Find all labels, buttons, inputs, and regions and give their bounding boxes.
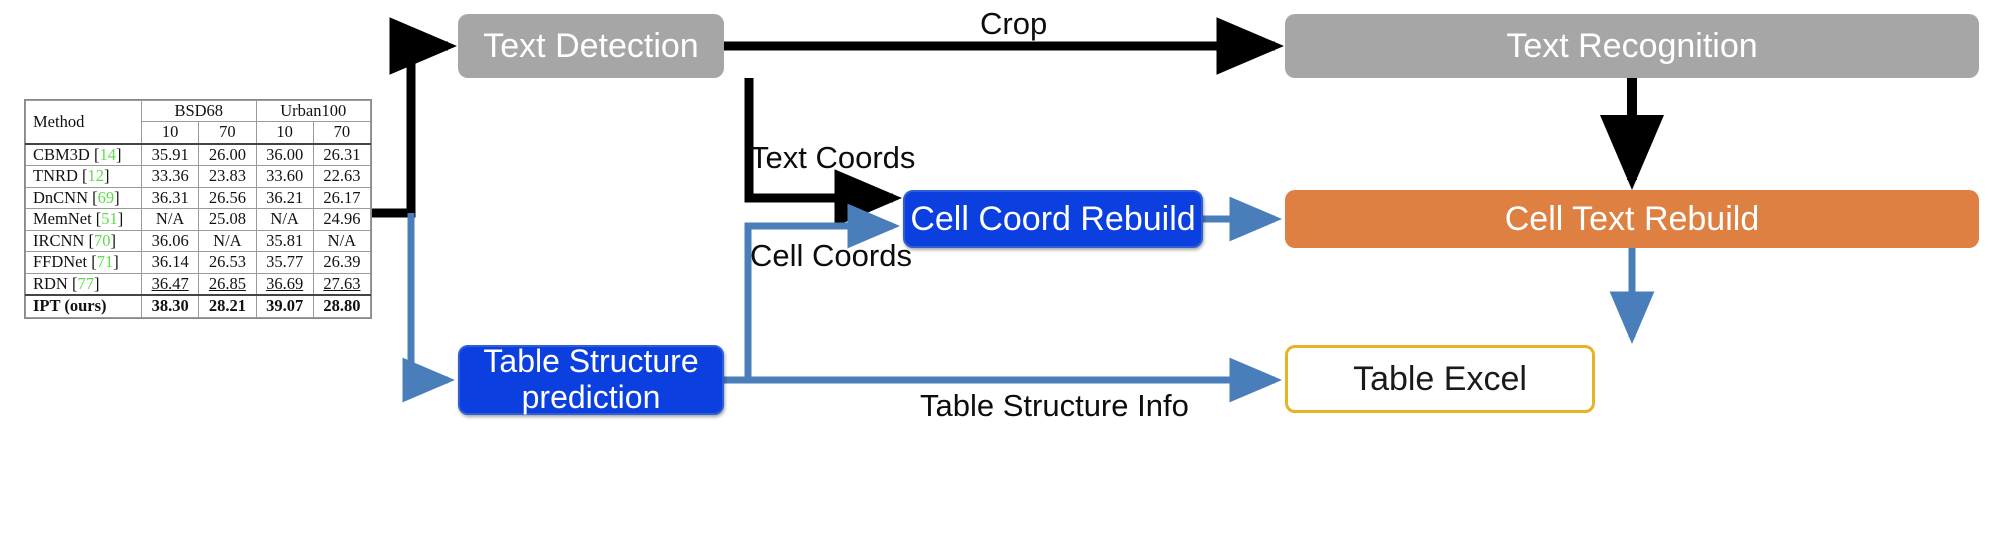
cell-value: 28.21 (198, 294, 257, 318)
header-urban100: Urban100 (255, 99, 371, 123)
node-text-recognition[interactable]: Text Recognition (1285, 14, 1979, 78)
cell-value: 26.00 (198, 142, 257, 167)
cell-value: 33.36 (140, 165, 200, 188)
edge-label-cell-coords: Cell Coords (750, 238, 912, 273)
cell-value: 26.53 (198, 251, 257, 274)
table-row: DnCNN [69] 36.31 26.56 36.21 26.17 (25, 186, 372, 210)
node-cell-text-rebuild[interactable]: Cell Text Rebuild (1285, 190, 1979, 248)
cell-value: 24.96 (312, 208, 372, 231)
cell-value: 35.77 (255, 251, 314, 274)
edge-label-crop: Crop (980, 6, 1048, 41)
cell-value: 22.63 (312, 165, 372, 188)
cell-value: 28.80 (312, 294, 372, 318)
table-row: IRCNN [70] 36.06 N/A 35.81 N/A (25, 229, 372, 253)
edge-source-to-table-structure (402, 213, 455, 403)
table-row: RDN [77] 36.47 26.85 36.69 27.63 (25, 272, 372, 296)
cell-value: 26.39 (312, 251, 372, 274)
cell-method: IRCNN [70] (25, 229, 142, 253)
table-header-row-sigmas: 10 70 10 70 (26, 121, 372, 145)
cell-value: N/A (140, 208, 200, 231)
cell-value: 36.06 (140, 229, 200, 253)
cell-value: 36.21 (255, 186, 314, 210)
cell-value: 35.91 (140, 142, 200, 167)
table-row: CBM3D [14] 35.91 26.00 36.00 26.31 (25, 142, 372, 167)
cell-value: N/A (255, 208, 314, 231)
cell-value: 33.60 (255, 165, 314, 188)
header-bsd68-70: 70 (198, 121, 257, 145)
cell-value: 23.83 (198, 165, 257, 188)
edge-source-to-text-detection (372, 17, 457, 218)
table-header-row-groups: Method BSD68 Urban100 (25, 99, 371, 145)
node-table-structure-prediction[interactable]: Table Structure prediction (458, 343, 724, 415)
edge-label-text-coords: Text Coords (750, 140, 916, 175)
header-urban-70: 70 (312, 121, 372, 145)
cell-method: CBM3D [14] (25, 142, 142, 167)
cell-value: 36.69 (255, 272, 314, 296)
cell-value: 36.31 (140, 186, 200, 210)
cell-value: 25.08 (198, 208, 257, 231)
cell-value: 35.81 (255, 229, 314, 253)
cell-value: N/A (312, 229, 372, 253)
header-bsd68: BSD68 (141, 99, 257, 123)
cell-method: IPT (ours) (25, 294, 142, 318)
table-row: IPT (ours) 38.30 28.21 39.07 28.80 (25, 294, 372, 318)
cell-value: N/A (198, 229, 257, 253)
cell-method: TNRD [12] (25, 165, 142, 188)
table-row: TNRD [12] 33.36 23.83 33.60 22.63 (25, 165, 372, 188)
source-table-image: Method BSD68 Urban100 10 70 10 70 CBM3D … (24, 99, 372, 319)
cell-value: 26.31 (312, 142, 372, 167)
cell-value: 38.30 (140, 294, 200, 318)
cell-value: 26.56 (198, 186, 257, 210)
cell-method: RDN [77] (25, 272, 142, 296)
node-cell-coord-rebuild[interactable]: Cell Coord Rebuild (903, 190, 1203, 248)
cell-value: 26.17 (312, 186, 372, 210)
cell-method: DnCNN [69] (25, 186, 142, 210)
node-label-line1: Table Structure (483, 343, 699, 380)
edge-cell-coords-to-cell-coord (744, 203, 900, 380)
table-row: FFDNet [71] 36.14 26.53 35.77 26.39 (25, 251, 372, 274)
cell-value: 36.47 (140, 272, 200, 296)
node-label-line2: prediction (521, 379, 661, 415)
table-row: MemNet [51] N/A 25.08 N/A 24.96 (25, 208, 372, 231)
header-urban-10: 10 (255, 121, 314, 145)
cell-value: 36.00 (255, 142, 314, 167)
node-table-excel[interactable]: Table Excel (1285, 345, 1595, 413)
header-method: Method (25, 99, 142, 145)
edge-label-table-structure-info: Table Structure Info (920, 388, 1189, 423)
cell-method: FFDNet [71] (25, 251, 142, 274)
cell-value: 36.14 (140, 251, 200, 274)
cell-value: 39.07 (255, 294, 314, 318)
header-bsd68-10: 10 (140, 121, 200, 145)
cell-value: 27.63 (312, 272, 372, 296)
edge-text-coords-to-cell-coord (744, 78, 902, 227)
cell-method: MemNet [51] (25, 208, 142, 231)
node-text-detection[interactable]: Text Detection (458, 14, 724, 78)
results-table: Method BSD68 Urban100 10 70 10 70 CBM3D … (25, 99, 372, 318)
cell-value: 26.85 (198, 272, 257, 296)
